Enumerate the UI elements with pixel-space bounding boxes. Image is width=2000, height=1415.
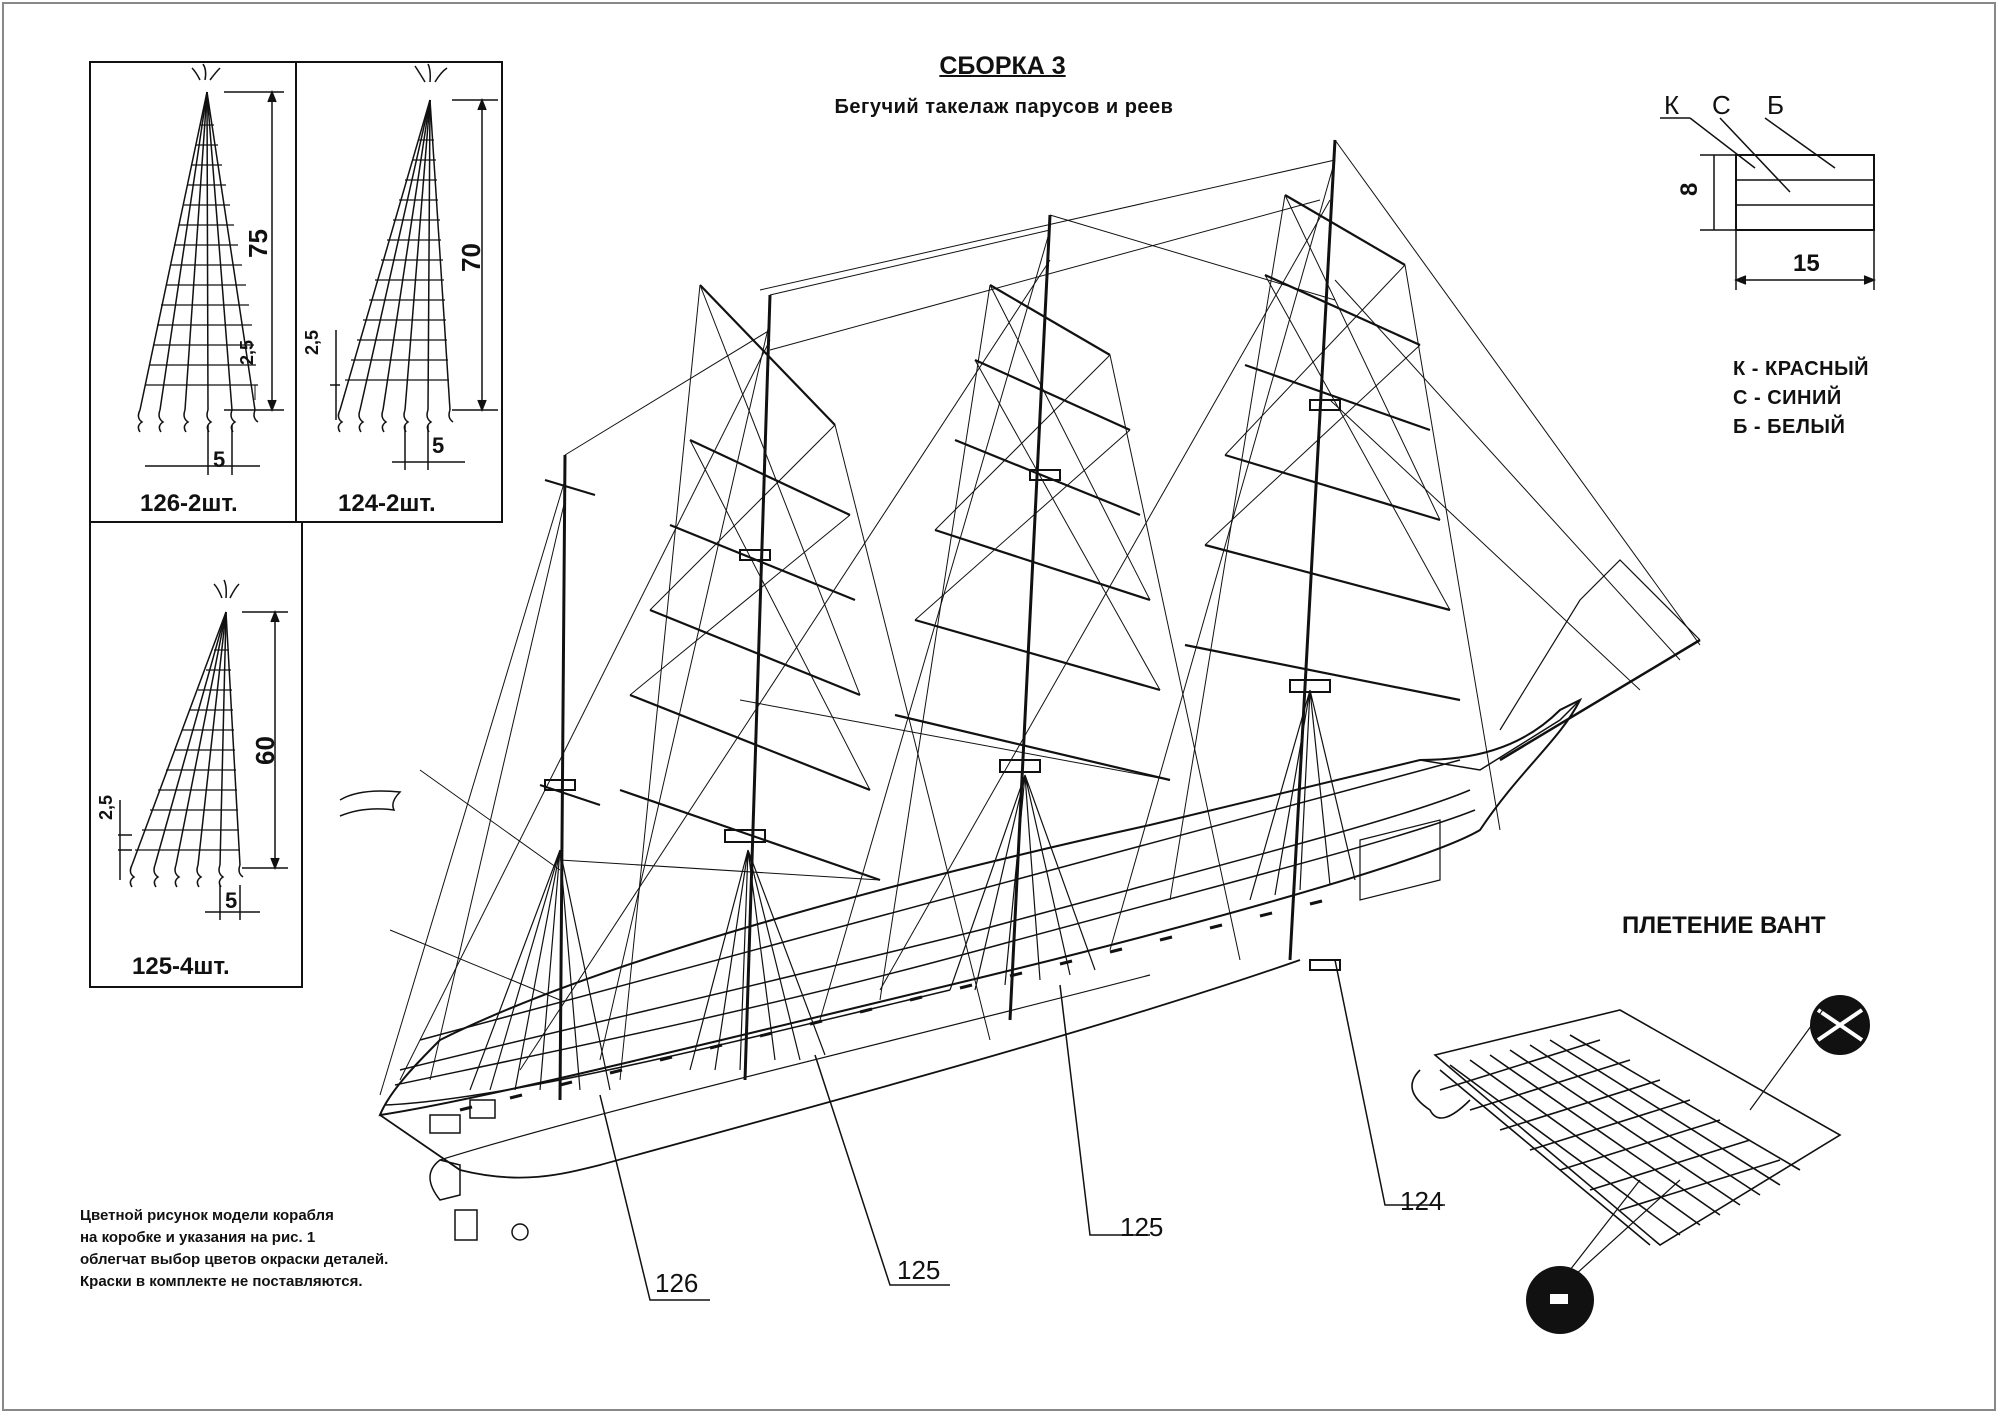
callout-125-a: 125 — [897, 1255, 941, 1285]
ship-drawing — [339, 139, 1701, 1241]
panel-124-caption: 124-2шт. — [338, 490, 436, 517]
panel-125-drawing — [118, 579, 288, 920]
page-subtitle: Бегучий такелаж парусов и реев — [834, 96, 1174, 118]
note-line-2: на коробке и указания на рис. 1 — [80, 1229, 316, 1246]
flag-width: 15 — [1793, 250, 1820, 277]
panel-124-drawing — [330, 63, 498, 470]
weave-diagram — [1411, 1009, 1842, 1246]
callout-leaders — [599, 959, 1445, 1301]
flag-diagram — [1660, 117, 1877, 290]
callout-126: 126 — [655, 1268, 699, 1298]
panel-124-height: 70 — [456, 243, 486, 272]
panel-126-width: 5 — [213, 447, 226, 472]
weave-title: ПЛЕТЕНИЕ ВАНТ — [1622, 912, 1826, 939]
panel-126-drawing — [137, 63, 284, 475]
note-line-4: Краски в комплекте не поставляются. — [80, 1273, 363, 1290]
note-line-3: облегчат выбор цветов окраски деталей. — [80, 1251, 389, 1268]
weave-detail-circle-bottom — [1526, 1179, 1681, 1334]
callout-125-b: 125 — [1120, 1212, 1164, 1242]
flag-letter-b: Б — [1767, 90, 1785, 120]
callout-124: 124 — [1400, 1186, 1444, 1216]
panel-124-width: 5 — [432, 433, 445, 458]
panel-124-spacing: 2,5 — [302, 329, 322, 355]
weave-detail-circle-top — [1749, 995, 1870, 1111]
painting-note: Цветной рисунок модели корабля на коробк… — [80, 1205, 520, 1293]
panel-125-spacing: 2,5 — [96, 794, 116, 820]
panel-126-height: 75 — [243, 229, 273, 258]
legend-blue: С - СИНИЙ — [1733, 387, 1842, 409]
flag-height: 8 — [1676, 182, 1703, 196]
page-title: СБОРКА 3 — [0, 52, 2000, 81]
panel-125-caption: 125-4шт. — [132, 953, 230, 980]
panel-125-width: 5 — [225, 888, 238, 913]
page-title-text: СБОРКА 3 — [939, 52, 1066, 80]
legend-red: К - КРАСНЫЙ — [1733, 358, 1870, 380]
panel-126-spacing: 2,5 — [237, 339, 257, 365]
panel-126-caption: 126-2шт. — [140, 490, 238, 517]
panel-125-height: 60 — [250, 736, 280, 765]
legend-white: Б - БЕЛЫЙ — [1733, 416, 1846, 438]
shroud-panels — [89, 61, 503, 988]
note-line-1: Цветной рисунок модели корабля — [80, 1207, 334, 1224]
flag-letter-k: К — [1664, 90, 1680, 120]
flag-letter-s: С — [1712, 90, 1731, 120]
